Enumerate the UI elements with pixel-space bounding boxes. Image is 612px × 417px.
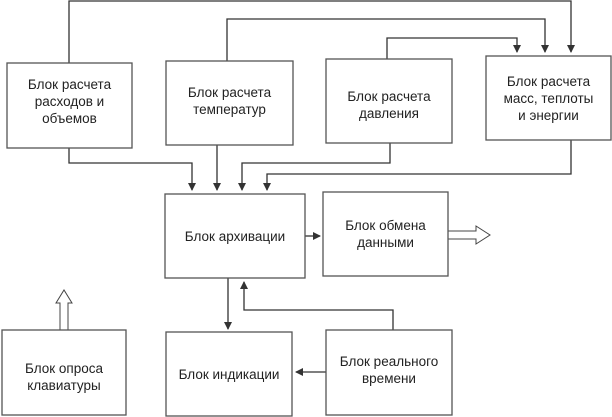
block-pressure-label-2: давления: [359, 106, 419, 121]
block-archive: Блок архивации: [164, 193, 306, 279]
block-exchange-label-2: данными: [357, 235, 414, 250]
block-real-time: Блок реального времени: [325, 329, 453, 416]
connector-flow-to-archive: [68, 148, 196, 191]
block-keyboard: Блок опроса клавиатуры: [1, 329, 127, 416]
block-mass-label-1: Блок расчета: [507, 74, 591, 89]
block-indication-label: Блок индикации: [179, 367, 280, 382]
block-flow-label-3: объемов: [42, 111, 97, 126]
block-temperature-label-1: Блок расчета: [188, 85, 272, 100]
exchange-output-arrow: [447, 225, 491, 245]
block-mass-label-2: масс, теплоты: [504, 91, 594, 106]
block-mass-heat-energy: Блок расчета масс, теплоты и энергии: [485, 55, 612, 141]
block-temperature: Блок расчета температур: [165, 60, 294, 146]
block-flow-label-1: Блок расчета: [28, 77, 112, 92]
block-rtc-label-2: времени: [362, 371, 416, 386]
block-pressure-label-1: Блок расчета: [347, 89, 431, 104]
block-rtc-label-1: Блок реального: [340, 354, 438, 369]
block-data-exchange: Блок обмена данными: [322, 191, 449, 277]
block-pressure: Блок расчета давления: [325, 58, 453, 144]
block-keyboard-label-2: клавиатуры: [27, 378, 101, 393]
connectors: [68, 0, 575, 376]
block-mass-label-3: и энергии: [518, 108, 579, 123]
block-keyboard-label-1: Блок опроса: [25, 361, 103, 376]
connector-rtc-to-archive: [240, 281, 394, 330]
connector-flow-to-mass: [68, 0, 575, 63]
keyboard-output-arrow: [55, 289, 73, 331]
connector-pressure-to-archive: [238, 143, 391, 191]
block-exchange-label-1: Блок обмена: [345, 218, 426, 233]
connector-temp-to-mass: [226, 18, 549, 61]
connector-mass-to-archive: [263, 140, 572, 191]
block-flow-label-2: расходов и: [35, 94, 104, 109]
block-flow: Блок расчета расходов и объемов: [6, 62, 133, 149]
block-temperature-label-2: температур: [193, 102, 266, 117]
block-archive-label: Блок архивации: [185, 229, 285, 244]
block-indication: Блок индикации: [165, 331, 293, 417]
connector-pressure-to-mass: [386, 37, 521, 59]
